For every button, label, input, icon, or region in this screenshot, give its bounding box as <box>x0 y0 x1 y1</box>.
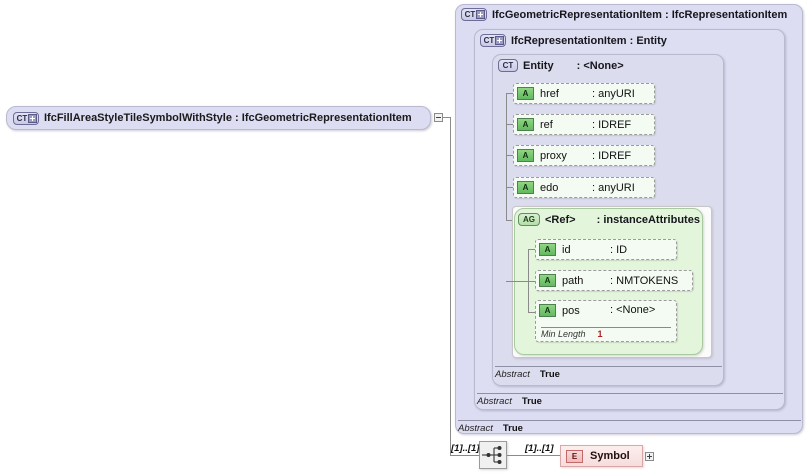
element-name: Symbol <box>590 450 630 462</box>
ct-expand-plus-icon <box>476 10 485 19</box>
root-type-name: IfcFillAreaStyleTileSymbolWithStyle <box>44 112 232 124</box>
group-tree-branch-pos <box>528 312 536 313</box>
group-tree-branch-id <box>528 249 536 250</box>
level2-separator: : <box>626 34 637 47</box>
a-icon: A <box>539 274 556 287</box>
attribute-row-edo[interactable]: A edo : anyURI <box>513 177 655 198</box>
ct-plus-icon: CT <box>480 34 506 47</box>
connector-compositor-to-element <box>507 455 560 456</box>
attribute-group-separator: : <box>593 213 604 226</box>
attribute-type: : IDREF <box>592 149 632 162</box>
attribute-group-header: AG <Ref> : instanceAttributes <box>518 211 700 228</box>
level2-base-type: Entity <box>636 34 667 47</box>
ct-plus-icon: CT <box>13 111 39 125</box>
abstract-label: Abstract <box>477 395 512 407</box>
abstract-value: True <box>521 395 542 407</box>
element-symbol-box[interactable]: E Symbol <box>560 445 643 467</box>
ct-expand-plus-icon <box>495 36 504 45</box>
attribute-name: proxy <box>540 149 567 162</box>
group-attribute-row-id[interactable]: A id : ID <box>535 239 677 260</box>
a-icon: A <box>517 118 534 131</box>
a-icon: A <box>517 181 534 194</box>
left-cardinality-label: [1]..[1] <box>451 443 480 454</box>
a-icon: A <box>539 243 556 256</box>
level1-base-type: IfcRepresentationItem <box>671 8 788 21</box>
complex-type-header-level3: CT Entity : <None> <box>498 57 624 74</box>
sequence-icon <box>482 446 502 464</box>
a-icon: A <box>539 304 556 317</box>
attribute-group-type: instanceAttributes <box>603 213 700 226</box>
attribute-tree-branch-ref-group <box>506 220 514 221</box>
attribute-name: edo <box>540 181 559 194</box>
level2-type-name: IfcRepresentationItem <box>511 34 627 47</box>
attribute-tree-branch-proxy <box>506 155 514 156</box>
ct-plus-icon: CT <box>461 8 487 21</box>
facet-value: 1 <box>597 329 603 339</box>
attribute-row-ref[interactable]: A ref : IDREF <box>513 114 655 135</box>
ct-icon-label: CT <box>483 36 495 45</box>
attribute-type: : <None> <box>610 304 656 316</box>
ct-icon-label: CT <box>502 61 514 70</box>
element-cardinality-label: [1]..[1] <box>525 443 554 454</box>
root-separator: : <box>231 112 242 124</box>
abstract-label: Abstract <box>495 368 530 380</box>
level3-base-type: <None> <box>583 59 624 72</box>
connector-to-compositor <box>450 455 479 456</box>
attribute-name: ref <box>540 118 553 131</box>
connector-root-vertical <box>450 117 451 455</box>
attribute-tree-branch-href <box>506 93 514 94</box>
attribute-type: : NMTOKENS <box>610 274 679 287</box>
attribute-group-name: <Ref> <box>545 213 576 226</box>
attribute-row-proxy[interactable]: A proxy : IDREF <box>513 145 655 166</box>
attribute-name: path <box>562 274 584 287</box>
ct-icon-label: CT <box>464 10 476 19</box>
abstract-footer-level1: Abstract True <box>458 420 801 434</box>
root-collapse-handle[interactable] <box>434 113 443 122</box>
level3-separator: : <box>573 59 584 72</box>
attribute-row-href[interactable]: A href : anyURI <box>513 83 655 104</box>
group-tree-branch-path <box>528 281 536 282</box>
ct-icon: CT <box>498 59 518 72</box>
connector-root-horizontal <box>443 117 451 118</box>
abstract-label: Abstract <box>458 422 493 434</box>
abstract-footer-level2: Abstract True <box>477 393 783 407</box>
attribute-type: : anyURI <box>592 87 635 100</box>
root-base-type: IfcGeometricRepresentationItem <box>241 112 412 124</box>
group-attribute-row-pos[interactable]: A pos : <None> Min Length 1 <box>535 300 677 342</box>
attribute-name: pos <box>562 305 580 317</box>
attribute-type: : ID <box>610 243 628 256</box>
group-tree-incoming-connector <box>506 281 528 282</box>
abstract-value: True <box>502 422 523 434</box>
group-attribute-row-path[interactable]: A path : NMTOKENS <box>535 270 693 291</box>
abstract-footer-level3: Abstract True <box>495 366 722 380</box>
element-expand-handle[interactable] <box>645 452 654 461</box>
a-icon: A <box>517 87 534 100</box>
attribute-name: href <box>540 87 559 100</box>
attribute-name: id <box>562 243 571 256</box>
group-tree-spine <box>528 249 529 312</box>
sequence-compositor[interactable] <box>479 441 507 469</box>
attribute-tree-branch-edo <box>506 187 514 188</box>
attribute-tree-spine <box>506 93 507 220</box>
root-complex-type-box[interactable]: CT IfcFillAreaStyleTileSymbolWithStyle :… <box>6 106 431 130</box>
ct-icon-label: CT <box>16 113 28 123</box>
attribute-tree-branch-ref <box>506 124 514 125</box>
attribute-type: : anyURI <box>592 181 635 194</box>
facet-min-length: Min Length 1 <box>541 327 671 339</box>
attribute-type: : IDREF <box>592 118 632 131</box>
complex-type-header-level1: CT IfcGeometricRepresentationItem : IfcR… <box>461 6 787 23</box>
complex-type-header-level2: CT IfcRepresentationItem : Entity <box>480 32 667 49</box>
level1-type-name: IfcGeometricRepresentationItem <box>492 8 662 21</box>
e-icon: E <box>566 449 583 463</box>
facet-label: Min Length <box>541 329 586 339</box>
a-icon: A <box>517 149 534 162</box>
level3-type-name: Entity <box>523 59 554 72</box>
ct-expand-plus-icon <box>28 113 37 123</box>
level1-separator: : <box>661 8 672 21</box>
abstract-value: True <box>539 368 560 380</box>
ag-icon: AG <box>518 213 540 226</box>
